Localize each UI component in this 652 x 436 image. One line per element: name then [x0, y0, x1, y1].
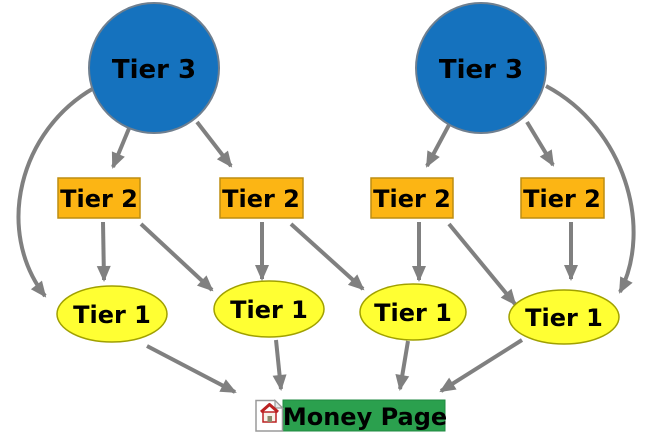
- tier1-node-3: Tier 1: [359, 283, 467, 341]
- tier3-node-2: Tier 3: [415, 2, 547, 134]
- edge-tier2-3-to-tier1-4: [447, 222, 517, 306]
- tier1-node-2: Tier 1: [213, 280, 325, 338]
- tier1-ellipse-2: [213, 280, 325, 338]
- tier2-box-3: [370, 177, 454, 219]
- tier1-label-1: Tier 1: [73, 301, 151, 329]
- edge-tier1-4-to-money-page: [439, 338, 524, 393]
- edge-tier2-1-to-tier1-1: [96, 221, 111, 282]
- tier3-circle-1: [88, 2, 220, 134]
- tier1-ellipse-4: [508, 289, 620, 345]
- edge-tier2-2-to-tier1-3: [289, 222, 365, 291]
- diagram-edges: [16, 84, 636, 394]
- tier3-node-1: Tier 3: [88, 2, 220, 134]
- money-page-label: Money Page: [283, 403, 447, 431]
- tier2-node-1: Tier 2: [57, 177, 141, 219]
- tier3-label-1: Tier 3: [112, 55, 196, 85]
- tier2-box-4: [520, 177, 605, 219]
- edge-tier3-2-to-tier1-4-curved: [545, 84, 636, 294]
- tier1-ellipse-3: [359, 283, 467, 341]
- tier1-node-4: Tier 1: [508, 289, 620, 345]
- tier2-box-1: [57, 177, 141, 219]
- edge-tier1-3-to-money-page: [395, 340, 410, 391]
- tier2-node-4: Tier 2: [520, 177, 605, 219]
- edge-tier3-1-to-tier1-1-curved: [16, 86, 95, 298]
- money-page-box: [282, 399, 446, 432]
- tier3-circle-2: [415, 2, 547, 134]
- tier1-label-2: Tier 1: [230, 296, 308, 324]
- tier1-node-1: Tier 1: [56, 285, 168, 343]
- tier2-node-3: Tier 2: [370, 177, 454, 219]
- edge-tier3-1-to-tier2-2: [195, 120, 233, 168]
- tier2-label-2: Tier 2: [222, 185, 300, 213]
- tier3-label-2: Tier 3: [439, 55, 523, 85]
- edge-tier1-2-to-money-page: [272, 339, 287, 391]
- edge-tier2-1-to-tier1-2: [139, 222, 214, 292]
- tier2-node-2: Tier 2: [219, 177, 304, 219]
- tier1-label-3: Tier 1: [374, 299, 452, 327]
- edge-tier3-2-to-tier2-4: [525, 120, 555, 167]
- tier2-label-1: Tier 2: [60, 185, 138, 213]
- tier2-label-4: Tier 2: [523, 185, 601, 213]
- edge-tier3-2-to-tier2-3: [425, 122, 452, 168]
- edge-tier1-1-to-money-page: [146, 344, 237, 394]
- tier2-box-2: [219, 177, 304, 219]
- tier1-label-4: Tier 1: [525, 304, 603, 332]
- money-page-node: Money Page: [255, 399, 447, 432]
- tier2-label-3: Tier 2: [373, 185, 451, 213]
- edge-tier3-1-to-tier2-1: [111, 125, 132, 169]
- tier1-ellipse-1: [56, 285, 168, 343]
- home-page-icon: [255, 399, 284, 432]
